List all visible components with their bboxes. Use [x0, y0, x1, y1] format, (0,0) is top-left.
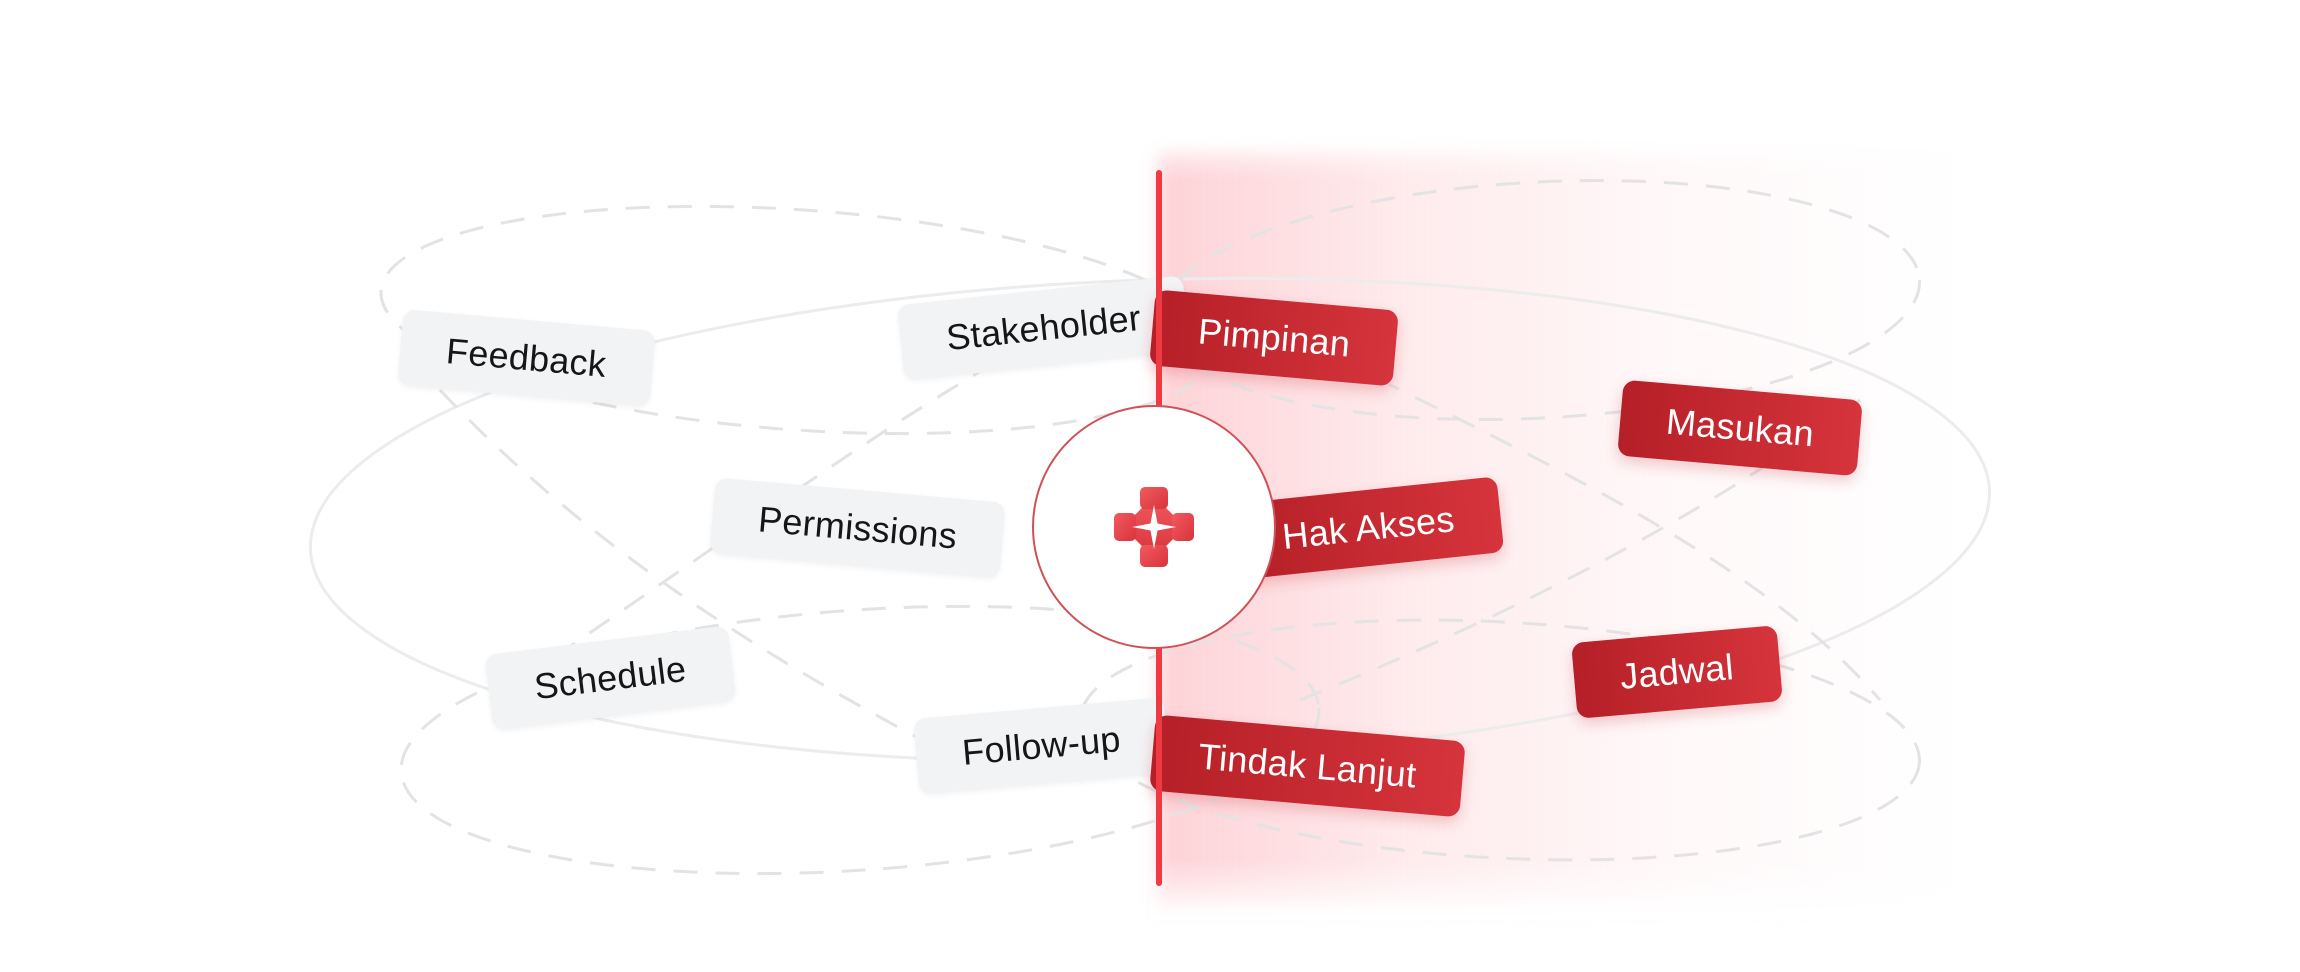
- orbit-dashed-lower-left: [399, 604, 1321, 876]
- orbit-dashed-lower-right: [1079, 618, 1921, 862]
- orbit-dashed-upper-right: [1158, 178, 1922, 422]
- translated-side-bottom-fade: [1150, 860, 1990, 920]
- translated-side-top-fade: [1150, 120, 1990, 180]
- diamond-spark-logo-icon: [1114, 487, 1194, 567]
- orbit-dashed-diagonal-right: [1339, 358, 1882, 701]
